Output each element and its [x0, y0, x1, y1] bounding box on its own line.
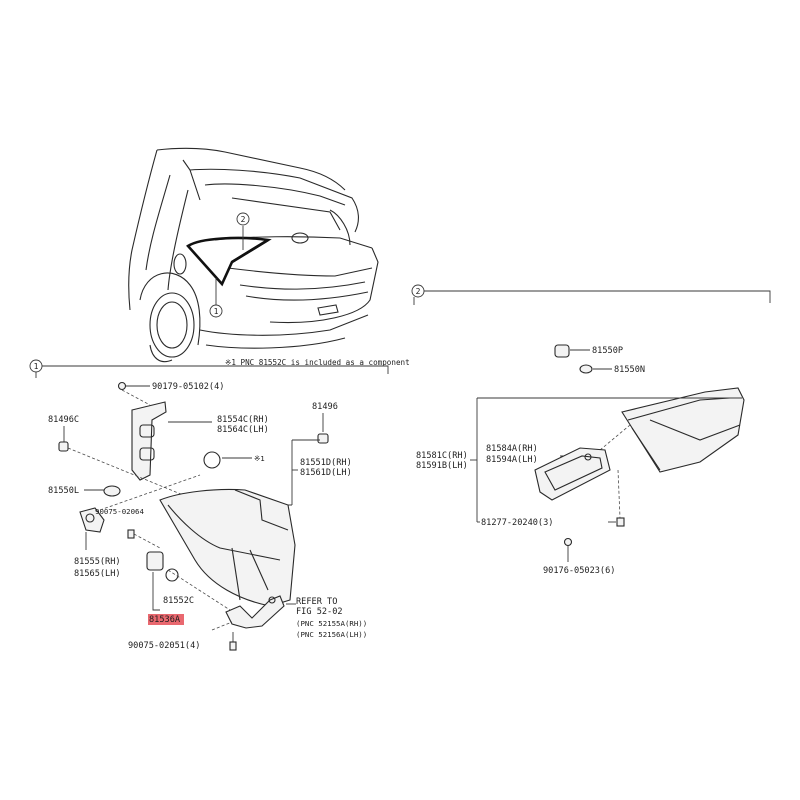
- label-81564c: 81564C(LH): [217, 425, 269, 435]
- label-81581c: 81581C(RH): [416, 451, 468, 461]
- tail-lamp-housing: [159, 488, 296, 607]
- label-90075-02051: 90075-02051(4): [128, 641, 200, 651]
- socket-81536a: [146, 551, 164, 571]
- label-81536a: 81536A: [149, 615, 181, 625]
- label-81496c: 81496C: [48, 415, 79, 425]
- callout-2: 2: [241, 215, 246, 224]
- inner-lamp: [621, 387, 745, 473]
- highlight-81536a: [148, 614, 184, 625]
- label-81554c: 81554C(RH): [217, 415, 269, 425]
- bulb-81550p: [554, 344, 570, 358]
- refer-to: REFER TO: [296, 597, 337, 607]
- callout-1: 1: [214, 307, 219, 316]
- label-81591b: 81591B(LH): [416, 461, 468, 471]
- fig-ref: FIG 52-02: [296, 607, 343, 617]
- label-81584a: 81584A(RH): [486, 444, 538, 454]
- callout-circle-1: [209, 304, 223, 318]
- socket-81555: [79, 507, 105, 533]
- pnc-lh: (PNC 52156A(LH)): [296, 630, 367, 639]
- gasket-81554c: [131, 401, 167, 481]
- label-81551d: 81551D(RH): [300, 458, 352, 468]
- label-81496: 81496: [312, 402, 338, 412]
- label-81561d: 81561D(LH): [300, 468, 352, 478]
- label-90176: 90176-05023(6): [543, 566, 615, 576]
- pnc-rh: (PNC 52155A(RH)): [296, 619, 367, 628]
- label-81550l: 81550L: [48, 486, 79, 496]
- label-81565: 81565(LH): [74, 569, 121, 579]
- callout-circle-2: [236, 212, 250, 226]
- label-81552c: 81552C: [163, 596, 194, 606]
- wiring-harness: [225, 595, 285, 629]
- section-2: 2 81550P 81550N 81581C(RH) 81591B(LH) 81…: [411, 284, 771, 576]
- car-rear-illustration: 2 1 ※1 PNC 81552C is included as a compo…: [128, 147, 410, 367]
- label-81277: 81277-20240(3): [481, 518, 553, 528]
- section-1-label: 1: [34, 362, 39, 371]
- section-1: 1 90179-05102(4) 81554C(RH) 81564C(LH) 8…: [29, 359, 389, 651]
- label-81594a: 81594A(LH): [486, 455, 538, 465]
- label-81550p: 81550P: [592, 346, 623, 356]
- component-note: ※1 PNC 81552C is included as a component: [225, 358, 410, 367]
- ref-mark: ※1: [254, 454, 265, 463]
- label-81550n: 81550N: [614, 365, 645, 375]
- label-90075-02064: 90075-02064: [95, 507, 144, 516]
- section-2-label: 2: [416, 287, 421, 296]
- label-81555: 81555(RH): [74, 557, 121, 567]
- label-90179: 90179-05102(4): [152, 382, 224, 392]
